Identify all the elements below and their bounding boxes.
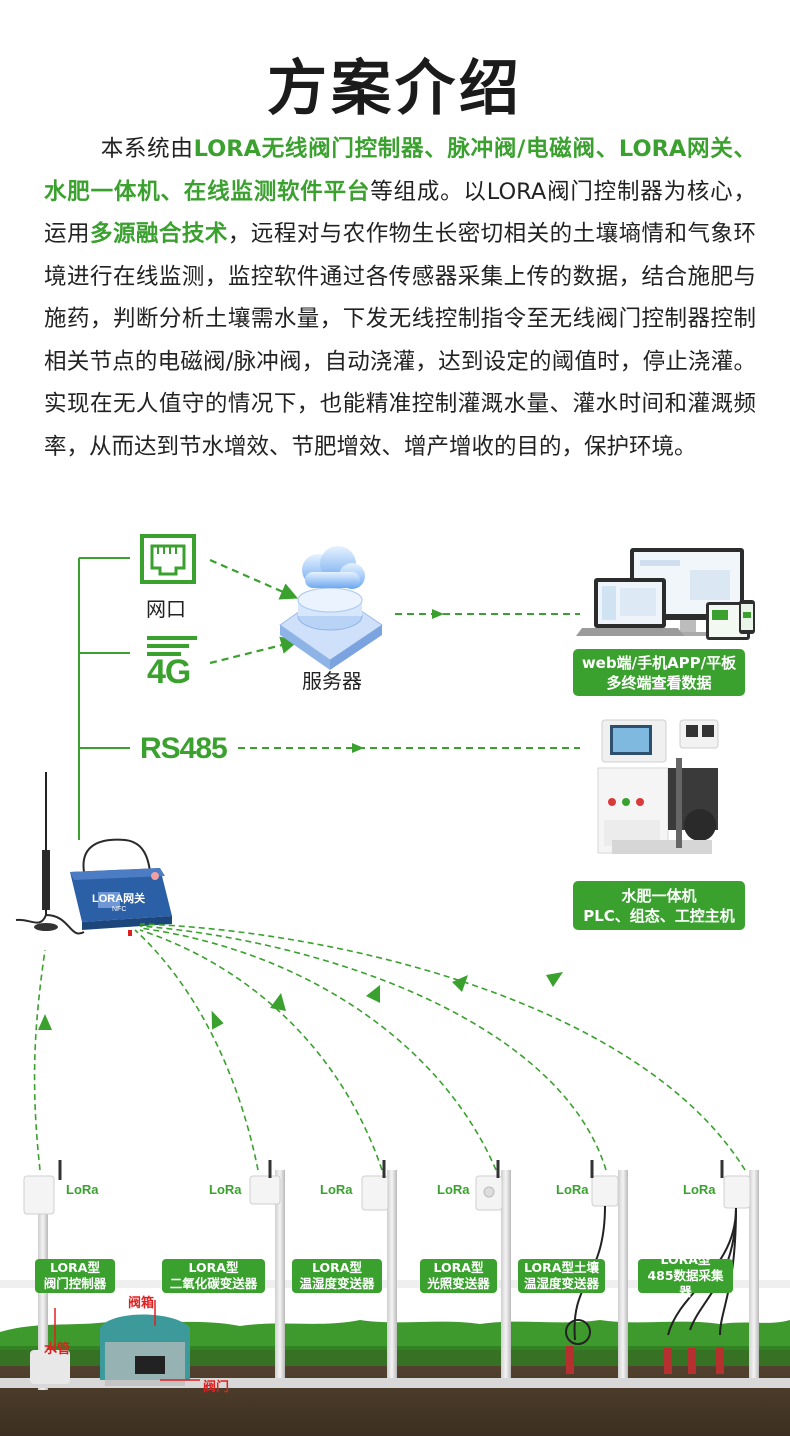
diagram-drawing [0,534,790,1436]
device-label-line1: LORA型 [312,1260,362,1275]
intro-text-1: 本系统由 [100,136,194,162]
fertigation-box-line1: 水肥一体机 [621,886,697,905]
antenna-icon [15,772,85,935]
server-icon [279,546,383,670]
intro-text-2: 等组成。以LORA阀门控制器为核心，运用 [44,178,756,248]
device-label-line1: LORA型 [188,1260,239,1275]
fertigation-machine-image [597,719,719,854]
device-label-line1: LORA型 [660,1252,711,1267]
intro-text-3: ，远程对与农作物生长密切相关的土壤墒情和气象环境进行在线监测，监控软件通过各传感… [44,221,756,460]
device-label-line2: 光照变送器 [427,1276,490,1291]
lora-logo: LoRa [320,1182,353,1197]
lora-logo: LoRa [683,1182,716,1197]
lora-logo: LoRa [66,1182,99,1197]
intro-paragraph: 本系统由LORA无线阀门控制器、脉冲阀/电磁阀、LORA网关、水肥一体机、在线监… [44,128,756,468]
network-to-server-arrow [209,558,299,600]
connection-trunk [78,557,130,840]
lora-gateway-image [70,838,172,936]
device-label-data-collector: LORA型 485数据采集器 [638,1252,733,1299]
valve-label: 阀门 [203,1380,230,1395]
fertigation-box-line2: PLC、组态、工控主机 [583,906,735,925]
rs485-arrowhead [352,743,364,753]
gateway-label: LORA网关 [92,893,146,905]
network-port-label: 网口 [146,597,186,621]
device-label-line1: LORA型 [50,1260,100,1275]
lora-logo: LoRa [209,1182,242,1197]
signal-4g-icon [147,636,197,656]
sensor-units [23,1160,751,1215]
fertigation-box: 水肥一体机 PLC、组态、工控主机 [573,881,745,930]
server-to-terminals-arrowhead [432,609,444,619]
rs485-label: RS485 [140,732,228,765]
terminals-box-line1: web端/手机APP/平板 [581,653,737,672]
fourg-to-server-arrow [209,636,299,665]
lora-logo: LoRa [556,1182,589,1197]
intro-highlight-components: LORA无线阀门控制器、脉冲阀/电磁阀、LORA网关、水肥一体机、在线监测软件平… [44,136,756,205]
page-title: 方案介绍 [267,54,523,124]
fourg-label: 4G [147,653,191,691]
server-label: 服务器 [302,669,362,693]
valve-box-label: 阀箱 [128,1296,155,1311]
lora-logo: LoRa [437,1182,470,1197]
terminal-devices-image [576,548,755,640]
device-label-valve-controller: LORA型 阀门控制器 [35,1259,115,1293]
network-port-icon [140,534,196,584]
device-label-line1: LORA型土壤 [524,1260,599,1275]
water-pipe-label: 水管 [44,1342,71,1357]
device-label-temp-humidity: LORA型 温湿度变送器 [292,1259,382,1293]
device-label-line1: LORA型 [433,1260,484,1275]
device-label-line2: 485数据采集器 [647,1268,724,1299]
sensor-to-gateway-arrows [33,923,746,1171]
device-label-line2: 二氧化碳变送器 [169,1276,258,1291]
sensor-arrowheads [38,972,563,1030]
device-label-line2: 温湿度变送器 [299,1276,375,1291]
terminals-box: web端/手机APP/平板 多终端查看数据 [573,649,745,696]
device-label-light: LORA型 光照变送器 [420,1259,497,1293]
device-label-soil-sensor: LORA型土壤 温湿度变送器 [518,1259,605,1293]
intro-highlight-technology: 多源融合技术 [89,221,228,247]
device-label-line2: 阀门控制器 [43,1276,107,1291]
terminals-box-line2: 多终端查看数据 [606,673,712,692]
device-label-co2-transmitter: LORA型 二氧化碳变送器 [162,1259,265,1293]
system-diagram: 网口 4G RS485 服务器 LORA网关 NFC web端/手机APP/平板… [0,520,790,1436]
gateway-nfc-label: NFC [112,906,127,913]
device-label-line2: 温湿度变送器 [523,1276,599,1291]
valve-box-image [0,1300,790,1388]
